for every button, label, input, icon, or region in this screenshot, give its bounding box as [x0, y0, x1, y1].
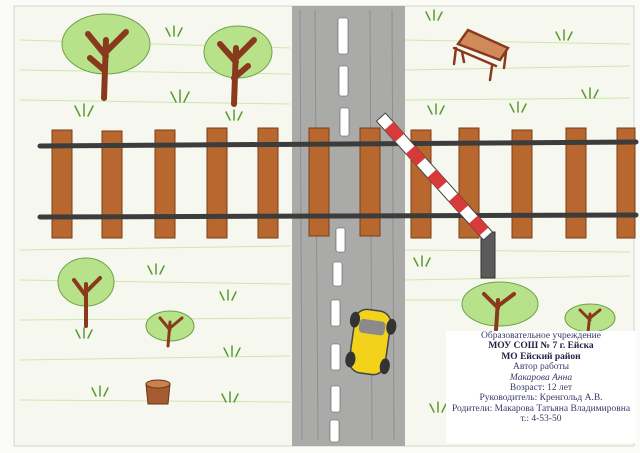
barrier-icon — [375, 112, 496, 279]
sleeper — [257, 127, 279, 239]
rail-bottom — [37, 212, 639, 220]
tree-icon — [57, 257, 115, 328]
stump-icon — [145, 379, 171, 405]
car-icon — [345, 308, 397, 376]
sleeper — [206, 127, 228, 239]
rail-sleepers — [51, 127, 636, 239]
sleeper — [511, 129, 533, 239]
author-age: Возраст: 12 лет — [509, 383, 573, 394]
sleeper — [616, 127, 636, 239]
author-name: Макарова Анна — [509, 372, 573, 383]
supervisor: Руководитель: Кренгольд А.В. — [479, 393, 603, 404]
tree-icon — [461, 281, 539, 332]
grass-tuft-icon — [74, 9, 599, 413]
rails — [37, 139, 639, 220]
author-label-card: Образовательное учреждение МОУ СОШ № 7 г… — [446, 331, 636, 443]
phone: т.: 4-53-50 — [520, 414, 562, 425]
tree-icon — [564, 303, 616, 334]
institution-type: Образовательное учреждение — [481, 331, 601, 341]
road-center-dashes — [329, 17, 350, 443]
tree-icon — [61, 13, 151, 101]
sleeper — [51, 129, 73, 239]
bench-icon — [452, 28, 510, 82]
sleeper — [154, 129, 176, 239]
rail-top — [37, 139, 639, 149]
sleeper — [359, 127, 381, 237]
district-name: МО Ейский район — [501, 351, 581, 362]
sleeper — [101, 130, 123, 239]
tree-icon — [203, 25, 273, 107]
school-name: МОУ СОШ № 7 г. Ейска — [488, 341, 594, 352]
sleeper — [565, 127, 587, 239]
parents: Родители: Макарова Татьяна Владимировна — [451, 403, 631, 414]
tree-icon — [145, 310, 195, 348]
sleeper — [308, 127, 330, 237]
author-caption: Автор работы — [513, 362, 569, 373]
